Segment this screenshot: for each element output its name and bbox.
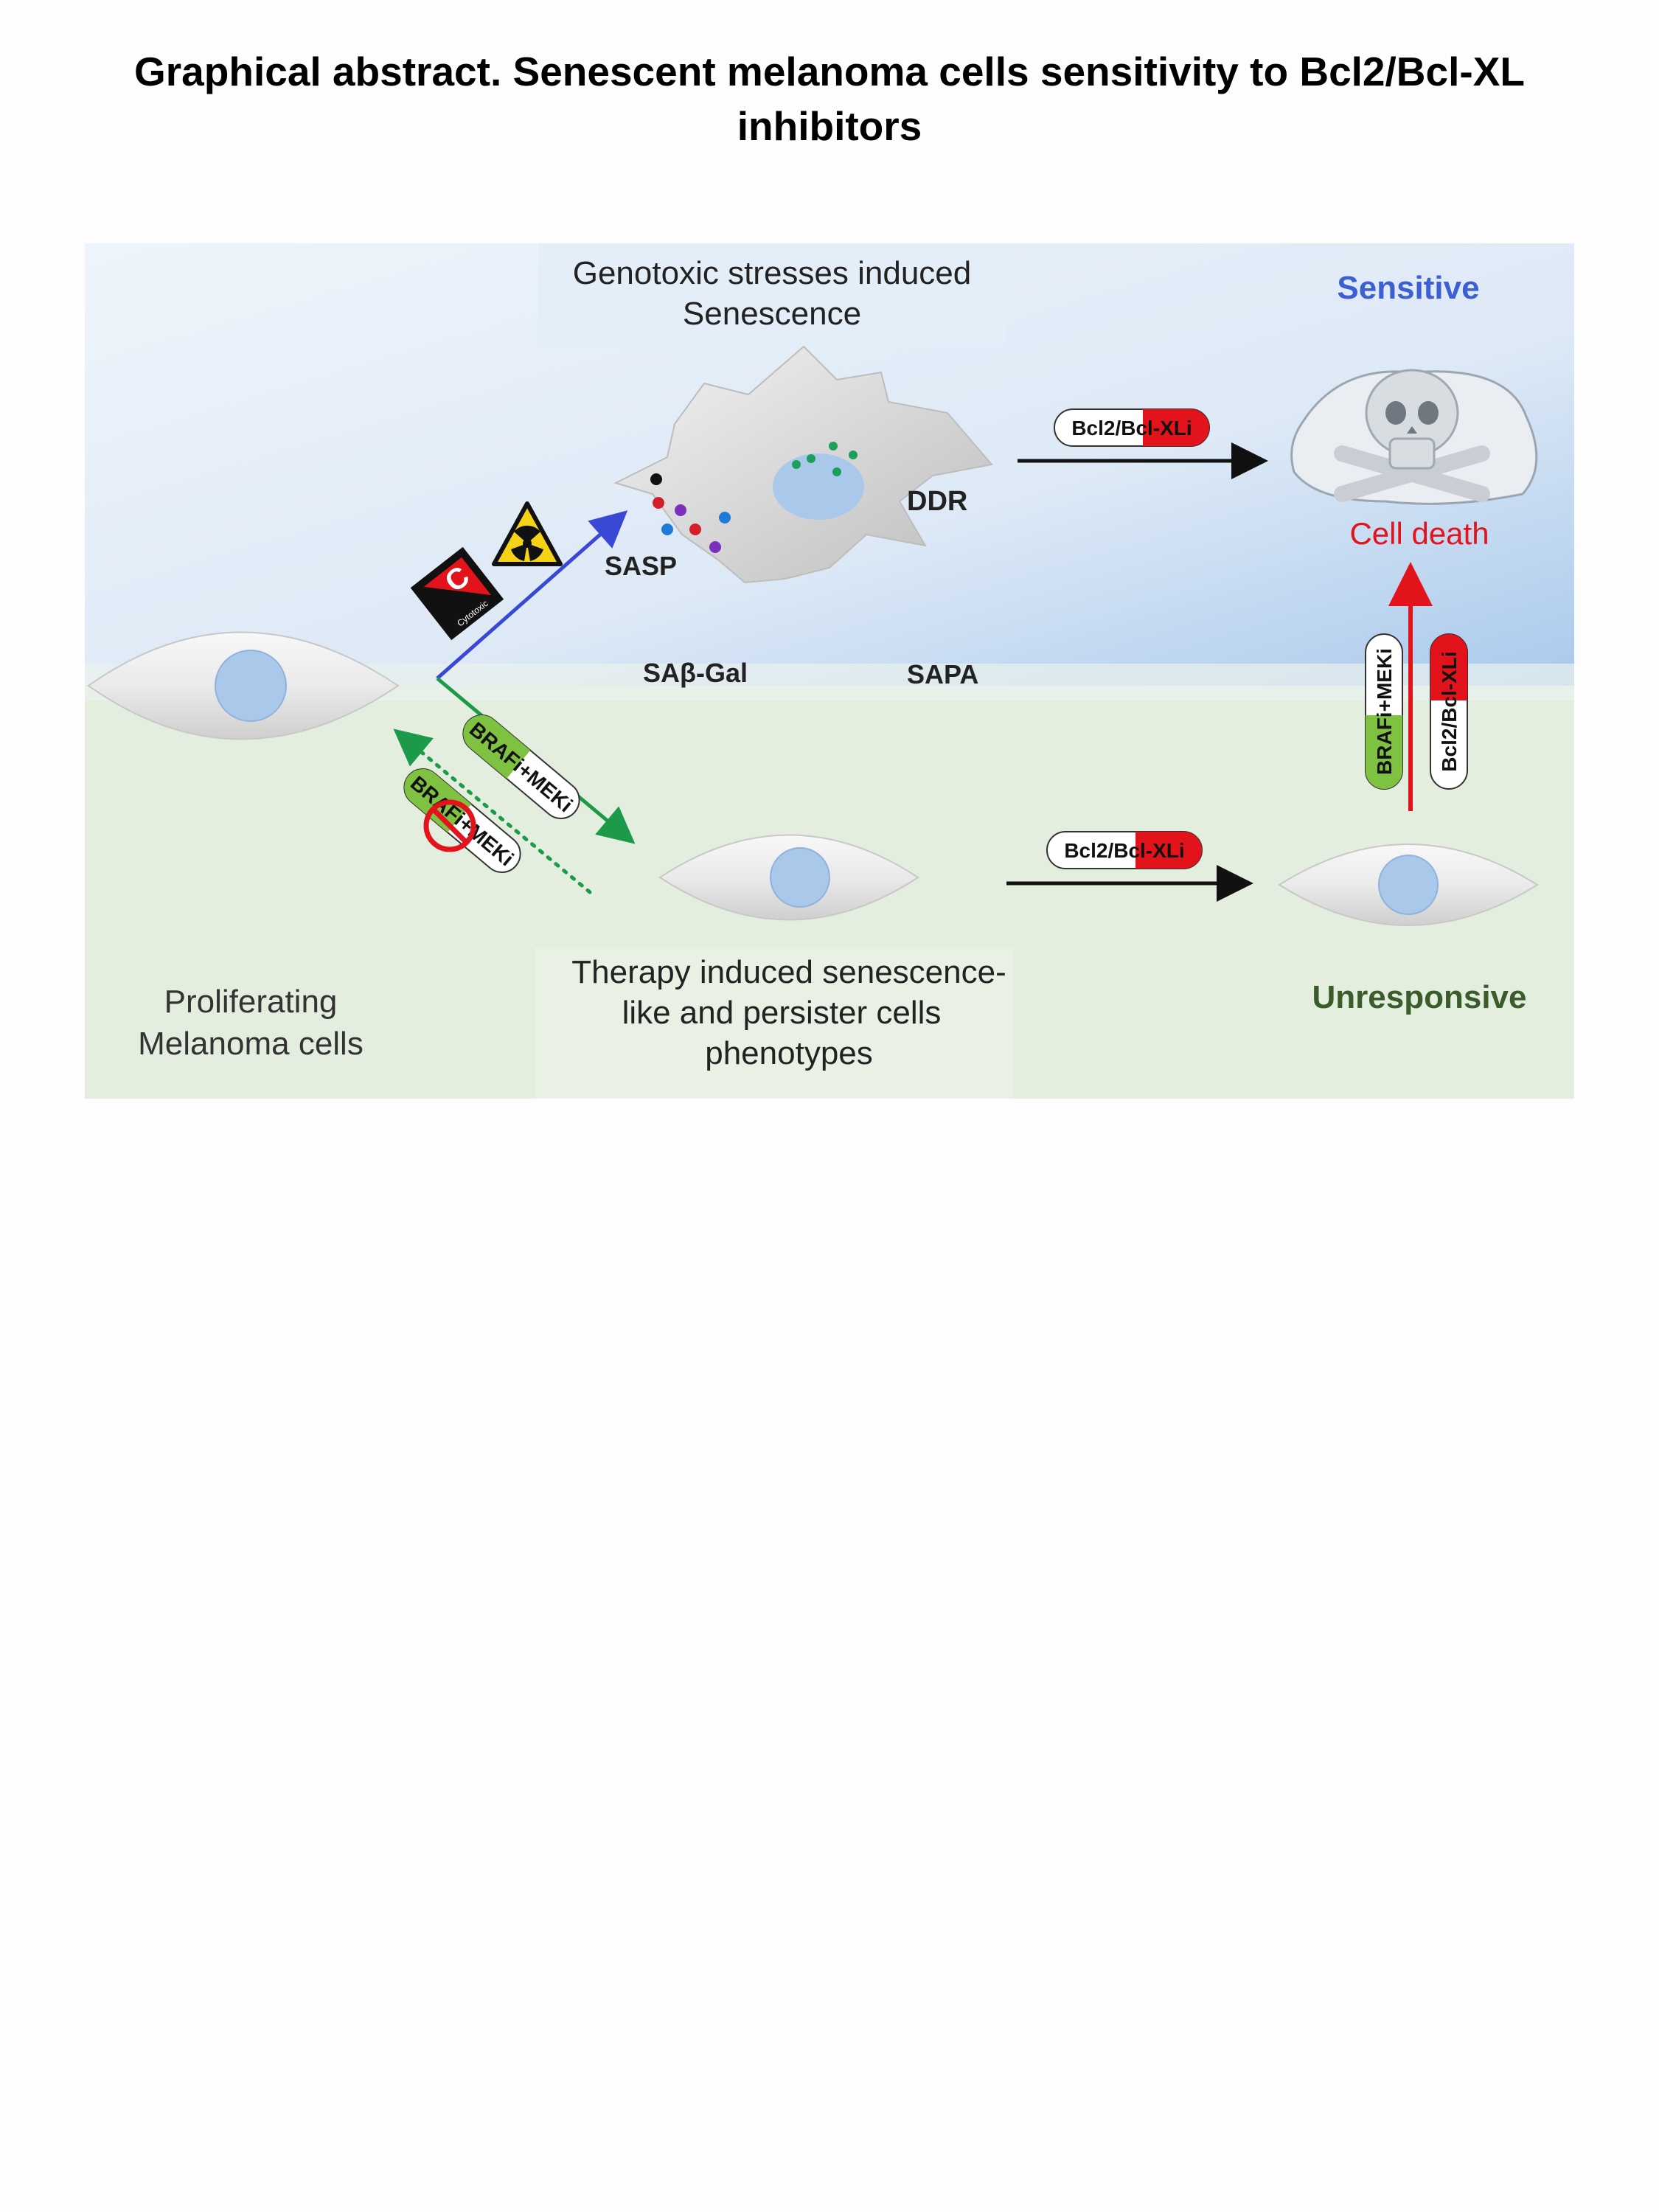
sasp-label: SASP	[605, 551, 677, 581]
graphical-abstract-figure: Genotoxic stresses induced Senescence Se…	[85, 243, 1574, 1099]
sensitive-label: Sensitive	[1337, 270, 1479, 306]
bcl-pill-bottom-label: Bcl2/Bcl-XLi	[1064, 839, 1184, 862]
bcl-pill-vertical: Bcl2/Bcl-XLi	[1430, 633, 1468, 790]
cytotoxic-icon: C Cytotoxic	[410, 546, 504, 641]
genotoxic-label-line2: Senescence	[683, 296, 861, 332]
bcl-pill-bottom: Bcl2/Bcl-XLi	[1046, 831, 1203, 869]
title-line-1: Graphical abstract. Senescent melanoma c…	[133, 49, 1525, 94]
persister-cell-nucleus	[770, 847, 830, 908]
braf-mek-pill-vertical: BRAFi+MEKi	[1365, 633, 1403, 790]
title-line-2: inhibitors	[737, 103, 922, 149]
bcl-pill-top: Bcl2/Bcl-XLi	[1054, 408, 1210, 447]
senescent-cell	[613, 345, 993, 584]
unresponsive-label: Unresponsive	[1312, 979, 1527, 1015]
therapy-label-box	[535, 947, 1014, 1099]
bcl-pill-top-label: Bcl2/Bcl-XLi	[1071, 417, 1192, 439]
persister-cell	[658, 834, 919, 921]
cell-death-label: Cell death	[1349, 516, 1489, 551]
proliferating-cell	[87, 631, 400, 740]
blue-arrow-to-senescence	[436, 510, 628, 680]
therapy-label-line2: like and persister cells	[622, 995, 942, 1031]
prohibited-icon	[423, 799, 476, 852]
senescent-cell-nucleus	[773, 453, 864, 520]
braf-mek-pill-vertical-label: BRAFi+MEKi	[1373, 648, 1396, 775]
sabgal-label: SAβ-Gal	[643, 658, 748, 688]
ddr-label: DDR	[907, 486, 967, 517]
green-dotted-reversal-arrow	[393, 728, 592, 894]
therapy-label-line3: phenotypes	[705, 1035, 873, 1071]
therapy-label-line1: Therapy induced senescence-	[571, 954, 1006, 990]
unresponsive-cell	[1278, 844, 1539, 926]
proliferating-label-line1: Proliferating	[164, 984, 338, 1020]
bcl-pill-vertical-label: Bcl2/Bcl-XLi	[1438, 651, 1461, 771]
sasp-dots	[650, 473, 731, 553]
radiation-icon	[492, 501, 563, 566]
skull-crossbones-icon	[1290, 369, 1538, 505]
genotoxic-label-box	[538, 243, 1006, 347]
genotoxic-label-line1: Genotoxic stresses induced	[573, 255, 972, 291]
unresponsive-cell-nucleus	[1378, 855, 1439, 915]
page-title: Graphical abstract. Senescent melanoma c…	[44, 44, 1615, 153]
proliferating-cell-nucleus	[215, 650, 287, 722]
proliferating-label-line2: Melanoma cells	[138, 1026, 364, 1062]
sapa-label: SAPA	[907, 659, 978, 689]
